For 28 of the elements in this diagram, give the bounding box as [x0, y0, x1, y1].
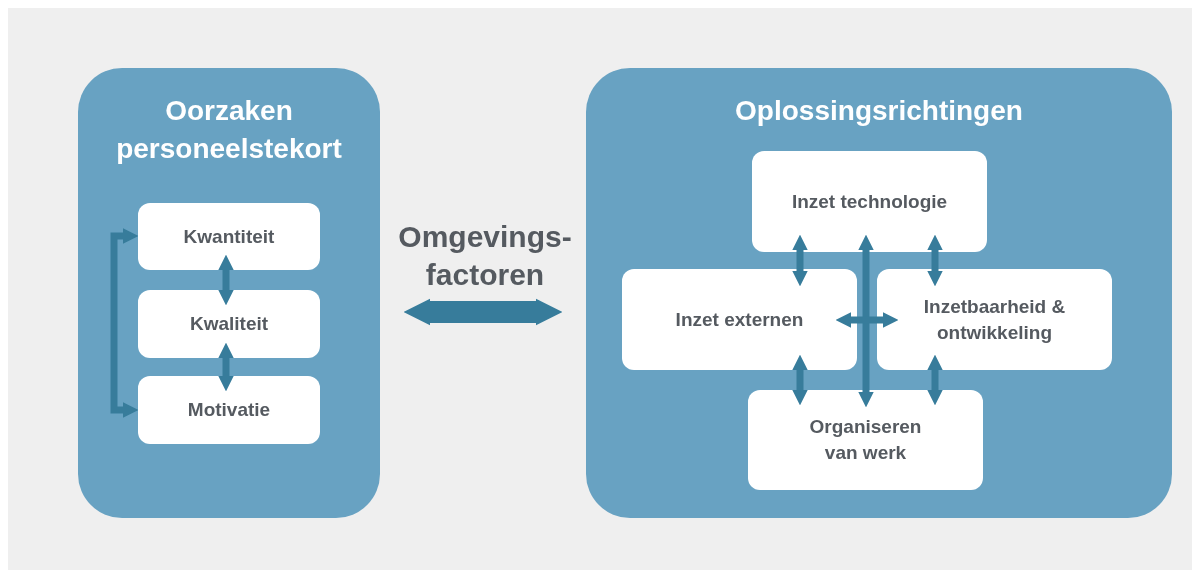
rounded-box	[748, 390, 983, 490]
panel-title: Oorzaken personeelstekort	[115, 94, 343, 166]
double-arrow	[403, 298, 563, 326]
double-arrow	[792, 354, 808, 406]
rounded-box	[622, 269, 857, 370]
panel-title: Oplossingsrichtingen	[734, 94, 1024, 128]
double-arrow	[927, 234, 943, 287]
box-label: Kwaliteit	[188, 312, 270, 336]
double-arrow	[110, 228, 139, 418]
double-arrow	[858, 234, 874, 408]
rounded-box	[138, 290, 320, 358]
box-label: Kwantiteit	[182, 224, 276, 249]
box-label: Inzetbaarheid & ontwikkeling	[922, 294, 1067, 345]
double-arrow	[927, 354, 943, 406]
box-label: Motivatie	[186, 398, 272, 422]
group-panel	[586, 68, 1172, 518]
double-arrow	[218, 342, 234, 392]
rounded-box	[138, 376, 320, 444]
rounded-box	[138, 203, 320, 270]
rounded-box	[752, 151, 987, 252]
rounded-box	[877, 269, 1112, 370]
box-label: Organiseren van werk	[808, 415, 923, 465]
double-arrow	[218, 254, 234, 306]
group-panel	[78, 68, 380, 518]
box-label: Inzet technologie	[790, 189, 949, 214]
box-label: Inzet externen	[674, 307, 805, 332]
double-arrow	[792, 234, 808, 287]
double-arrow	[835, 312, 899, 328]
